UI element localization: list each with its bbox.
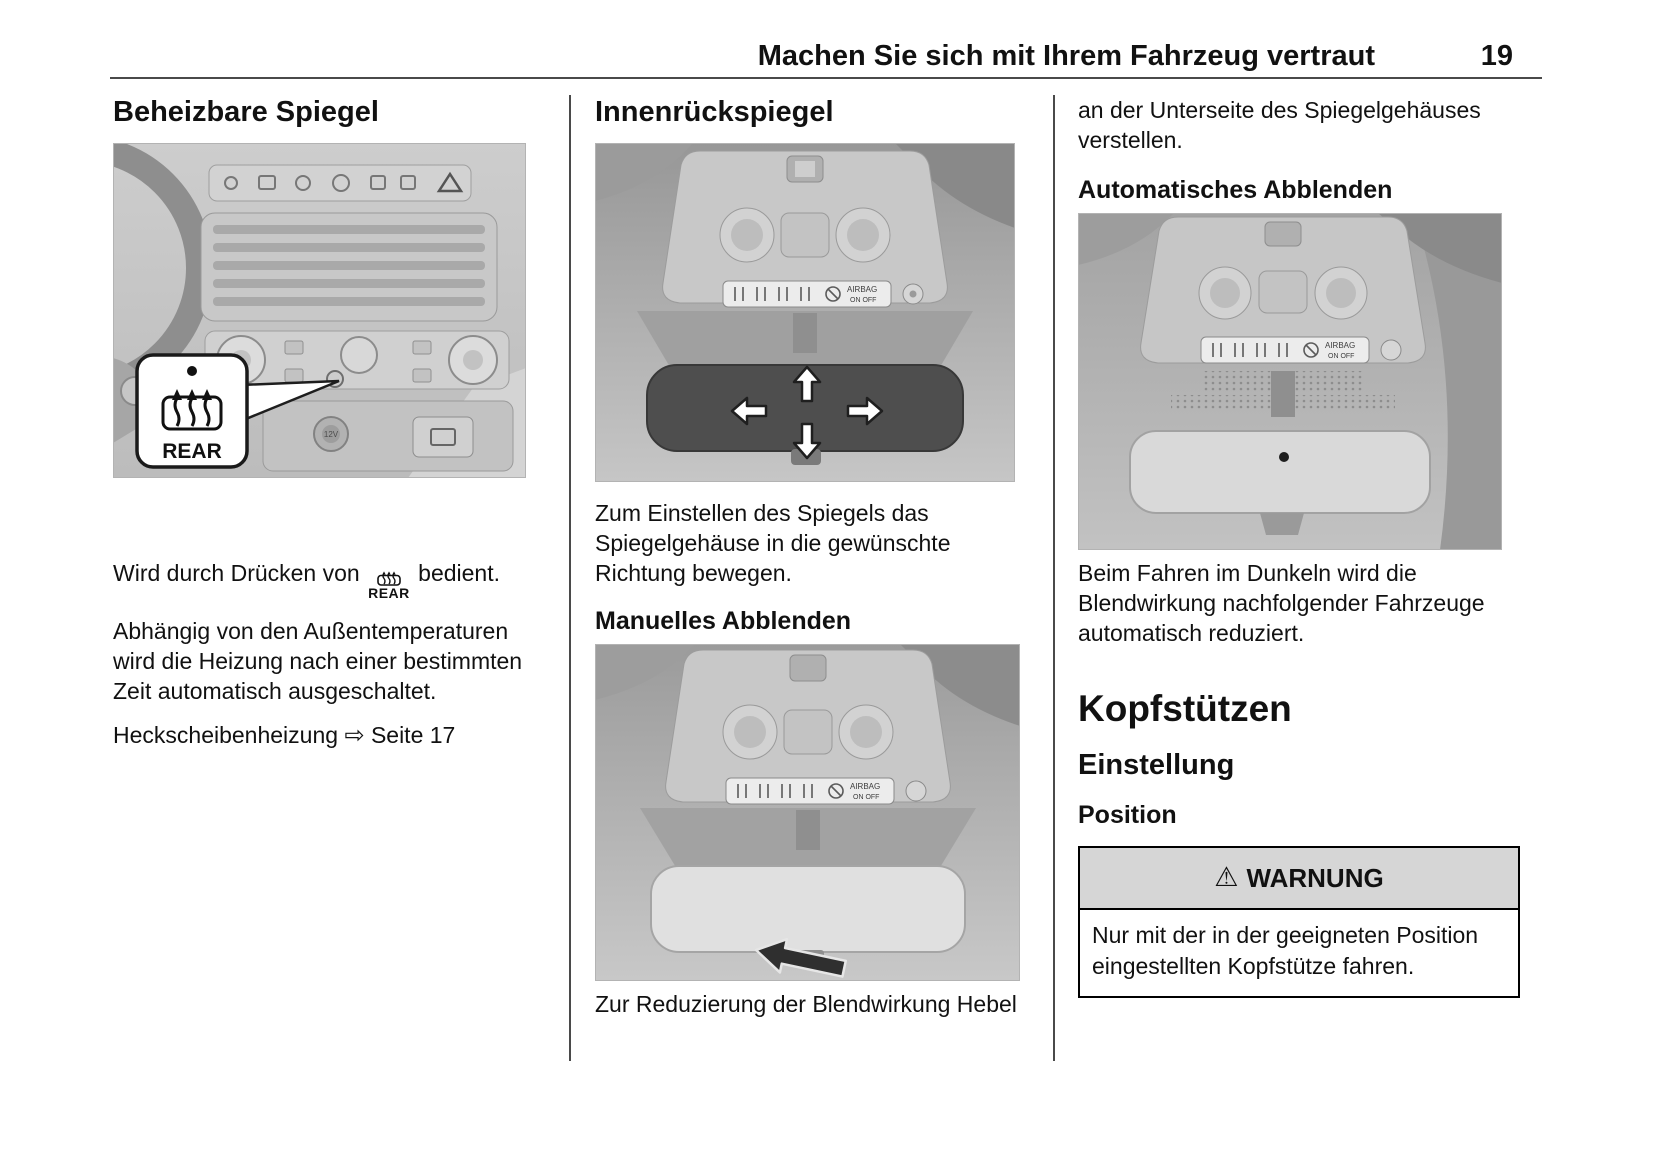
airbag-off-icon bbox=[825, 286, 841, 302]
manual-dimming-caption: Zur Reduzierung der Blendwirkung Hebel bbox=[595, 991, 1017, 1017]
warning-header: ⚠ WARNUNG bbox=[1080, 848, 1518, 910]
heated-mirror-usage-text: Wird durch Drücken von REAR bedient. bbox=[113, 558, 537, 600]
upper-button-strip bbox=[208, 164, 472, 202]
mirror-adjust-photo: AIRBAG ON OFF bbox=[595, 143, 1015, 482]
manual-dimming-photo: AIRBAG ON OFF bbox=[595, 644, 1020, 981]
rear-inline-label: REAR bbox=[368, 585, 410, 601]
pillar-shape bbox=[1414, 213, 1502, 550]
rearview-mirror-light bbox=[650, 865, 966, 953]
cross-reference-arrow-icon: ⇨ bbox=[344, 722, 365, 749]
cross-reference-label: Heckscheibenheizung bbox=[113, 722, 339, 748]
auto-dimming-photo: AIRBAG ON OFF bbox=[1078, 213, 1502, 550]
rearview-mirror-auto bbox=[1129, 430, 1431, 514]
warning-body-text: Nur mit der in der geeigneten Position e… bbox=[1080, 910, 1518, 996]
heading-kopfstuetzen: Kopfstützen bbox=[1078, 688, 1292, 729]
lower-console: 12V bbox=[262, 400, 514, 472]
indicator-dot bbox=[187, 366, 197, 376]
onoff-text: ON OFF bbox=[850, 297, 876, 304]
column-auto-dim-headrests: an der Unterseite des Spiegelgehäuses ve… bbox=[1078, 95, 1520, 998]
column-divider-1 bbox=[569, 95, 571, 1061]
heading-automatisches-abblenden: Automatisches Abblenden bbox=[1078, 176, 1393, 204]
callout-label: REAR bbox=[162, 440, 222, 463]
warning-box: ⚠ WARNUNG Nur mit der in der geeigneten … bbox=[1078, 846, 1520, 998]
lever-arrow-icon bbox=[754, 937, 847, 978]
usage-text-suffix: bedient. bbox=[418, 560, 501, 586]
usage-text-prefix: Wird durch Drücken von bbox=[113, 560, 360, 586]
page-number: 19 bbox=[1480, 40, 1513, 72]
airbag-text: AIRBAG bbox=[847, 285, 877, 294]
svg-text:AIRBAG: AIRBAG bbox=[850, 782, 880, 791]
warning-title: WARNUNG bbox=[1246, 862, 1384, 893]
usb-panel bbox=[412, 416, 474, 458]
arrow-left-icon bbox=[730, 396, 768, 426]
page-header-title: Machen Sie sich mit Ihrem Fahrzeug vertr… bbox=[757, 40, 1375, 72]
heading-innenrueckspiegel: Innenrückspiegel bbox=[595, 96, 834, 128]
arrow-up-icon bbox=[792, 365, 822, 403]
svg-text:ON OFF: ON OFF bbox=[1328, 353, 1354, 360]
heading-beheizbare-spiegel: Beheizbare Spiegel bbox=[113, 96, 379, 128]
usb-icon bbox=[430, 428, 456, 446]
heading-einstellung: Einstellung bbox=[1078, 749, 1235, 781]
column-divider-2 bbox=[1053, 95, 1055, 1061]
cross-reference-page: Seite 17 bbox=[370, 722, 456, 748]
mirror-stem bbox=[793, 313, 817, 353]
heading-position: Position bbox=[1078, 801, 1177, 829]
rear-defrost-glyph bbox=[377, 571, 401, 586]
svg-text:AIRBAG: AIRBAG bbox=[1325, 341, 1355, 350]
rear-callout-badge: REAR bbox=[135, 353, 249, 469]
airbag-label-strip: AIRBAG ON OFF bbox=[1200, 336, 1370, 364]
overhead-console: AIRBAG ON OFF bbox=[1140, 216, 1426, 409]
svg-text:ON OFF: ON OFF bbox=[853, 794, 879, 801]
hazard-icon bbox=[436, 171, 464, 193]
rear-defrost-icon-inline: REAR bbox=[368, 571, 410, 600]
arrow-right-icon bbox=[846, 396, 884, 426]
dimming-sensor-dot bbox=[1279, 452, 1289, 462]
warning-triangle-icon: ⚠ bbox=[1214, 861, 1239, 892]
heating-auto-off-text: Abhängig von den Außentemperaturen wird … bbox=[113, 618, 523, 704]
climate-control-panel bbox=[204, 330, 510, 390]
console-rear-heating-photo: 12V REAR bbox=[113, 143, 526, 478]
auto-dimming-text: Beim Fahren im Dunkeln wird die Blendwir… bbox=[1078, 560, 1485, 646]
column-heated-mirrors: Beheizbare Spiegel bbox=[113, 95, 537, 751]
cross-reference: Heckscheibenheizung ⇨ Seite 17 bbox=[113, 720, 537, 751]
mirror-adjust-text: Zum Einstellen des Spiegels das Spiegelg… bbox=[595, 500, 951, 586]
rear-defrost-icon bbox=[161, 395, 223, 431]
socket-label: 12V bbox=[324, 430, 339, 439]
mirror-adjust-arrows bbox=[730, 365, 884, 460]
mirror-adjust-continuation-text: an der Unterseite des Spiegelgehäuses ve… bbox=[1078, 97, 1481, 153]
column-interior-mirror: Innenrückspiegel bbox=[595, 95, 1031, 1019]
airbag-label-strip: AIRBAG ON OFF bbox=[722, 280, 892, 308]
airbag-label-strip: AIRBAG ON OFF bbox=[725, 777, 895, 805]
arrow-down-icon bbox=[792, 422, 822, 460]
header-rule bbox=[110, 77, 1542, 79]
overhead-console: AIRBAG ON OFF bbox=[665, 649, 951, 854]
mirror-base bbox=[1260, 513, 1304, 535]
heading-manuelles-abblenden: Manuelles Abblenden bbox=[595, 607, 852, 635]
air-vent bbox=[200, 212, 498, 322]
steering-wheel-rim bbox=[113, 143, 212, 397]
